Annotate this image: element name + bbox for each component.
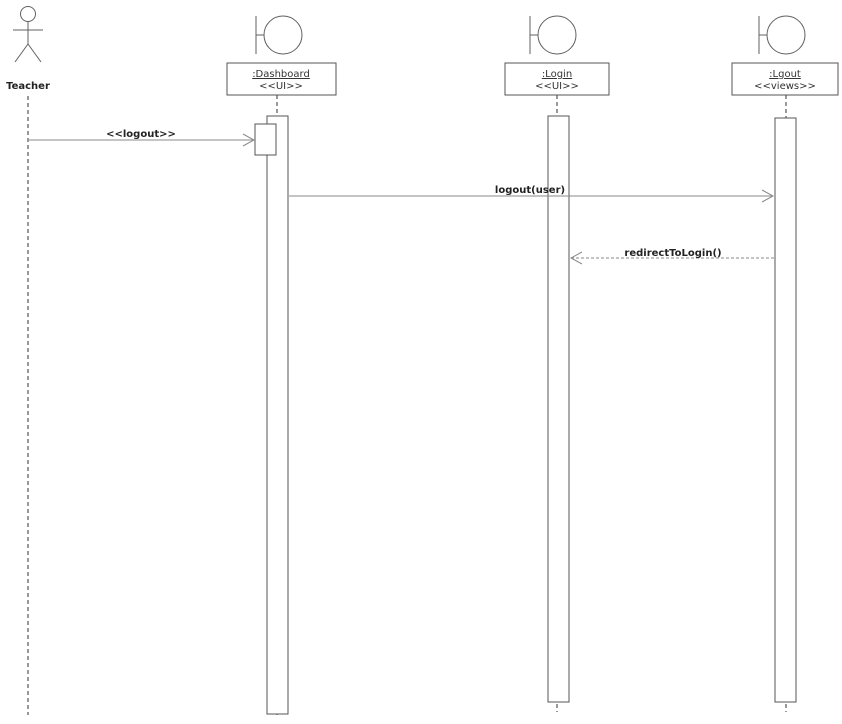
participant-stereotype: <<UI>> <box>259 81 303 92</box>
lgout-activation-bar <box>774 117 797 703</box>
participant-name: :Lgout <box>769 69 801 80</box>
message-label: <<logout>> <box>106 129 176 140</box>
participant-stereotype: <<UI>> <box>535 81 579 92</box>
stick-figure-icon <box>13 6 43 63</box>
participant-box <box>226 62 337 96</box>
message-label: logout(user) <box>495 185 565 196</box>
message-logout-stereotype: <<logout>> <box>29 129 256 147</box>
dashboard-activation-bar <box>266 115 289 715</box>
participant-lgout: :Lgout <<views>> <box>731 15 839 712</box>
participant-box <box>731 62 839 96</box>
participant-box <box>504 62 610 96</box>
message-redirect-to-login: redirectToLogin() <box>569 248 774 265</box>
actor-label: Teacher <box>6 81 50 92</box>
arrowhead-icon <box>569 251 583 265</box>
participant-stereotype: <<views>> <box>754 81 816 92</box>
message-logout-user: logout(user) <box>289 185 775 203</box>
participant-name: :Dashboard <box>252 69 310 80</box>
dashboard-nested-activation <box>254 123 277 156</box>
participant-login: :Login <<UI>> <box>504 15 610 712</box>
boundary-icon <box>255 15 303 55</box>
boundary-icon <box>529 15 577 55</box>
actor-teacher: Teacher <box>6 6 50 715</box>
message-label: redirectToLogin() <box>624 248 721 259</box>
boundary-icon <box>758 15 806 55</box>
arrowhead-icon <box>242 133 256 147</box>
arrowhead-icon <box>761 189 775 203</box>
participant-dashboard: :Dashboard <<UI>> <box>226 15 337 718</box>
login-activation-bar <box>547 115 570 703</box>
participant-name: :Login <box>542 69 572 80</box>
